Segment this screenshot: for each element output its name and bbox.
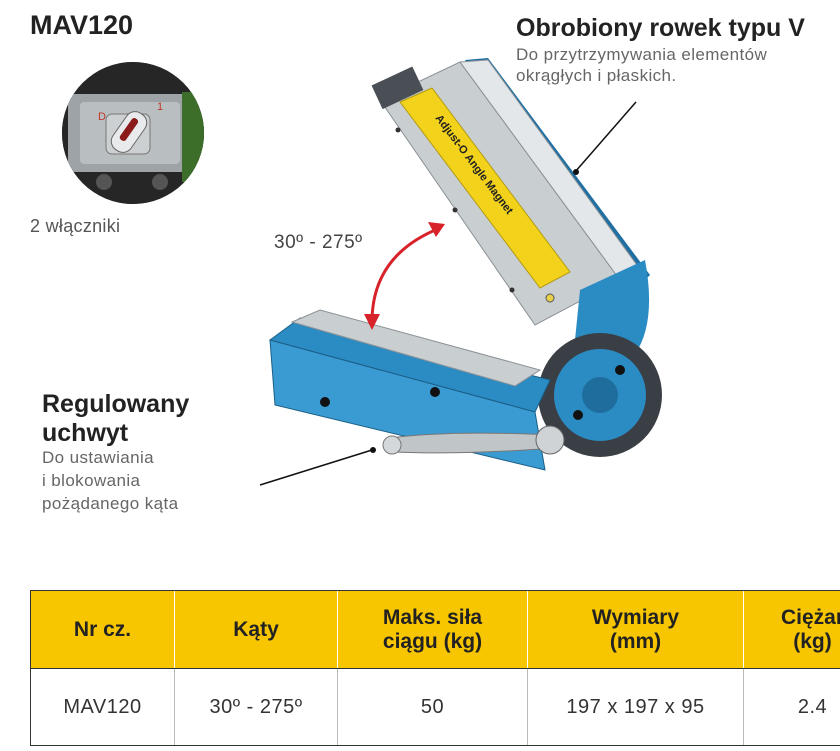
header-angles: Kąty — [174, 590, 338, 669]
handle-description: Do ustawiania i blokowania pożądanego ką… — [42, 446, 178, 515]
switch-inset-photo: D 1 — [62, 62, 204, 204]
switch-label-1: 1 — [157, 101, 163, 113]
handle-title-line: Regulowany — [42, 390, 190, 418]
header-dimensions: Wymiary(mm) — [527, 590, 744, 669]
handle-title-line: uchwyt — [42, 419, 129, 447]
switch-label-d: D — [98, 111, 106, 123]
angle-range-label: 30º - 275º — [274, 232, 363, 253]
handle-desc-line: pożądanego kąta — [42, 494, 179, 513]
handle-desc-line: Do ustawiania — [42, 448, 154, 467]
switch-knob-icon: D 1 — [62, 62, 204, 204]
handle-desc-line: i blokowania — [42, 471, 141, 490]
vgroove-desc-line: okrągłych i płaskich. — [516, 66, 677, 85]
cell-dimensions: 197 x 197 x 95 — [527, 668, 744, 746]
table-row: MAV120 30º - 275º 50 197 x 197 x 95 2.4 — [30, 668, 840, 746]
cell-max-pull: 50 — [337, 668, 528, 746]
vgroove-title: Obrobiony rowek typu V — [516, 14, 805, 42]
cell-part-number: MAV120 — [30, 668, 175, 746]
vgroove-description: Do przytrzymywania elementów okrągłych i… — [516, 44, 767, 86]
cell-weight: 2.4 — [743, 668, 840, 746]
cell-angles: 30º - 275º — [174, 668, 338, 746]
header-part-number: Nr cz. — [30, 590, 175, 669]
vgroove-desc-line: Do przytrzymywania elementów — [516, 45, 768, 64]
angle-magnet-illustration: Adjust-O Angle Magnet — [268, 58, 662, 471]
switch-caption: 2 włączniki — [30, 216, 121, 236]
handle-title: Regulowany uchwyt — [42, 390, 242, 448]
model-title: MAV120 — [30, 10, 134, 40]
header-weight: Ciężar(kg) — [743, 590, 840, 669]
